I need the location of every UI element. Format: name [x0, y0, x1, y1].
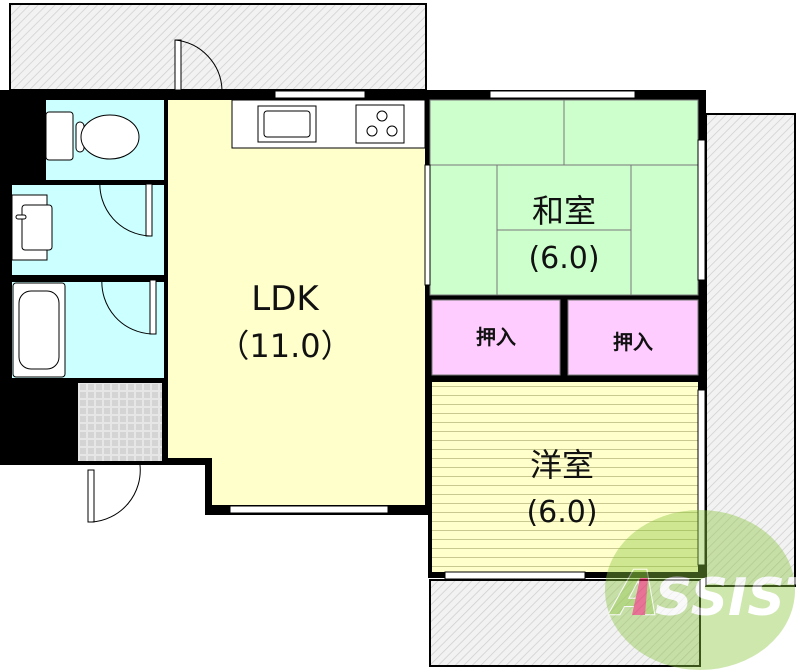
- washbasin-icon: [11, 194, 53, 261]
- windows: [229, 90, 706, 580]
- room-size-ldk: （11.0）: [217, 327, 352, 365]
- toilet-icon: [45, 111, 140, 161]
- room-label-washitsu: 和室: [532, 192, 596, 230]
- oshiire-closet-1[interactable]: [431, 299, 561, 376]
- balcony-bottom: [429, 579, 701, 667]
- oshiire-closet-2[interactable]: [567, 299, 699, 376]
- room-size-washitsu: (6.0): [528, 241, 599, 276]
- washitsu-floor: [429, 99, 699, 296]
- room-size-yoshitsu: (6.0): [526, 495, 597, 530]
- kitchen-counter: [231, 99, 426, 149]
- room-label-oshiire-2: 押入: [613, 330, 653, 354]
- room-label-ldk: LDK: [251, 279, 320, 319]
- ldk-floor: [168, 100, 425, 505]
- bathtub-icon: [12, 282, 66, 378]
- stove-icon: [355, 104, 405, 144]
- room-label-yoshitsu: 洋室: [530, 446, 594, 484]
- assist-logo: A SSIST: [605, 510, 800, 670]
- svg-text:A: A: [607, 557, 660, 630]
- yoshitsu-floor: [432, 382, 698, 572]
- balcony-right: [705, 113, 796, 587]
- svg-text:SSIST: SSIST: [655, 568, 800, 628]
- balcony-top: [9, 3, 427, 91]
- room-label-oshiire-1: 押入: [476, 325, 516, 349]
- genkan: [78, 383, 162, 461]
